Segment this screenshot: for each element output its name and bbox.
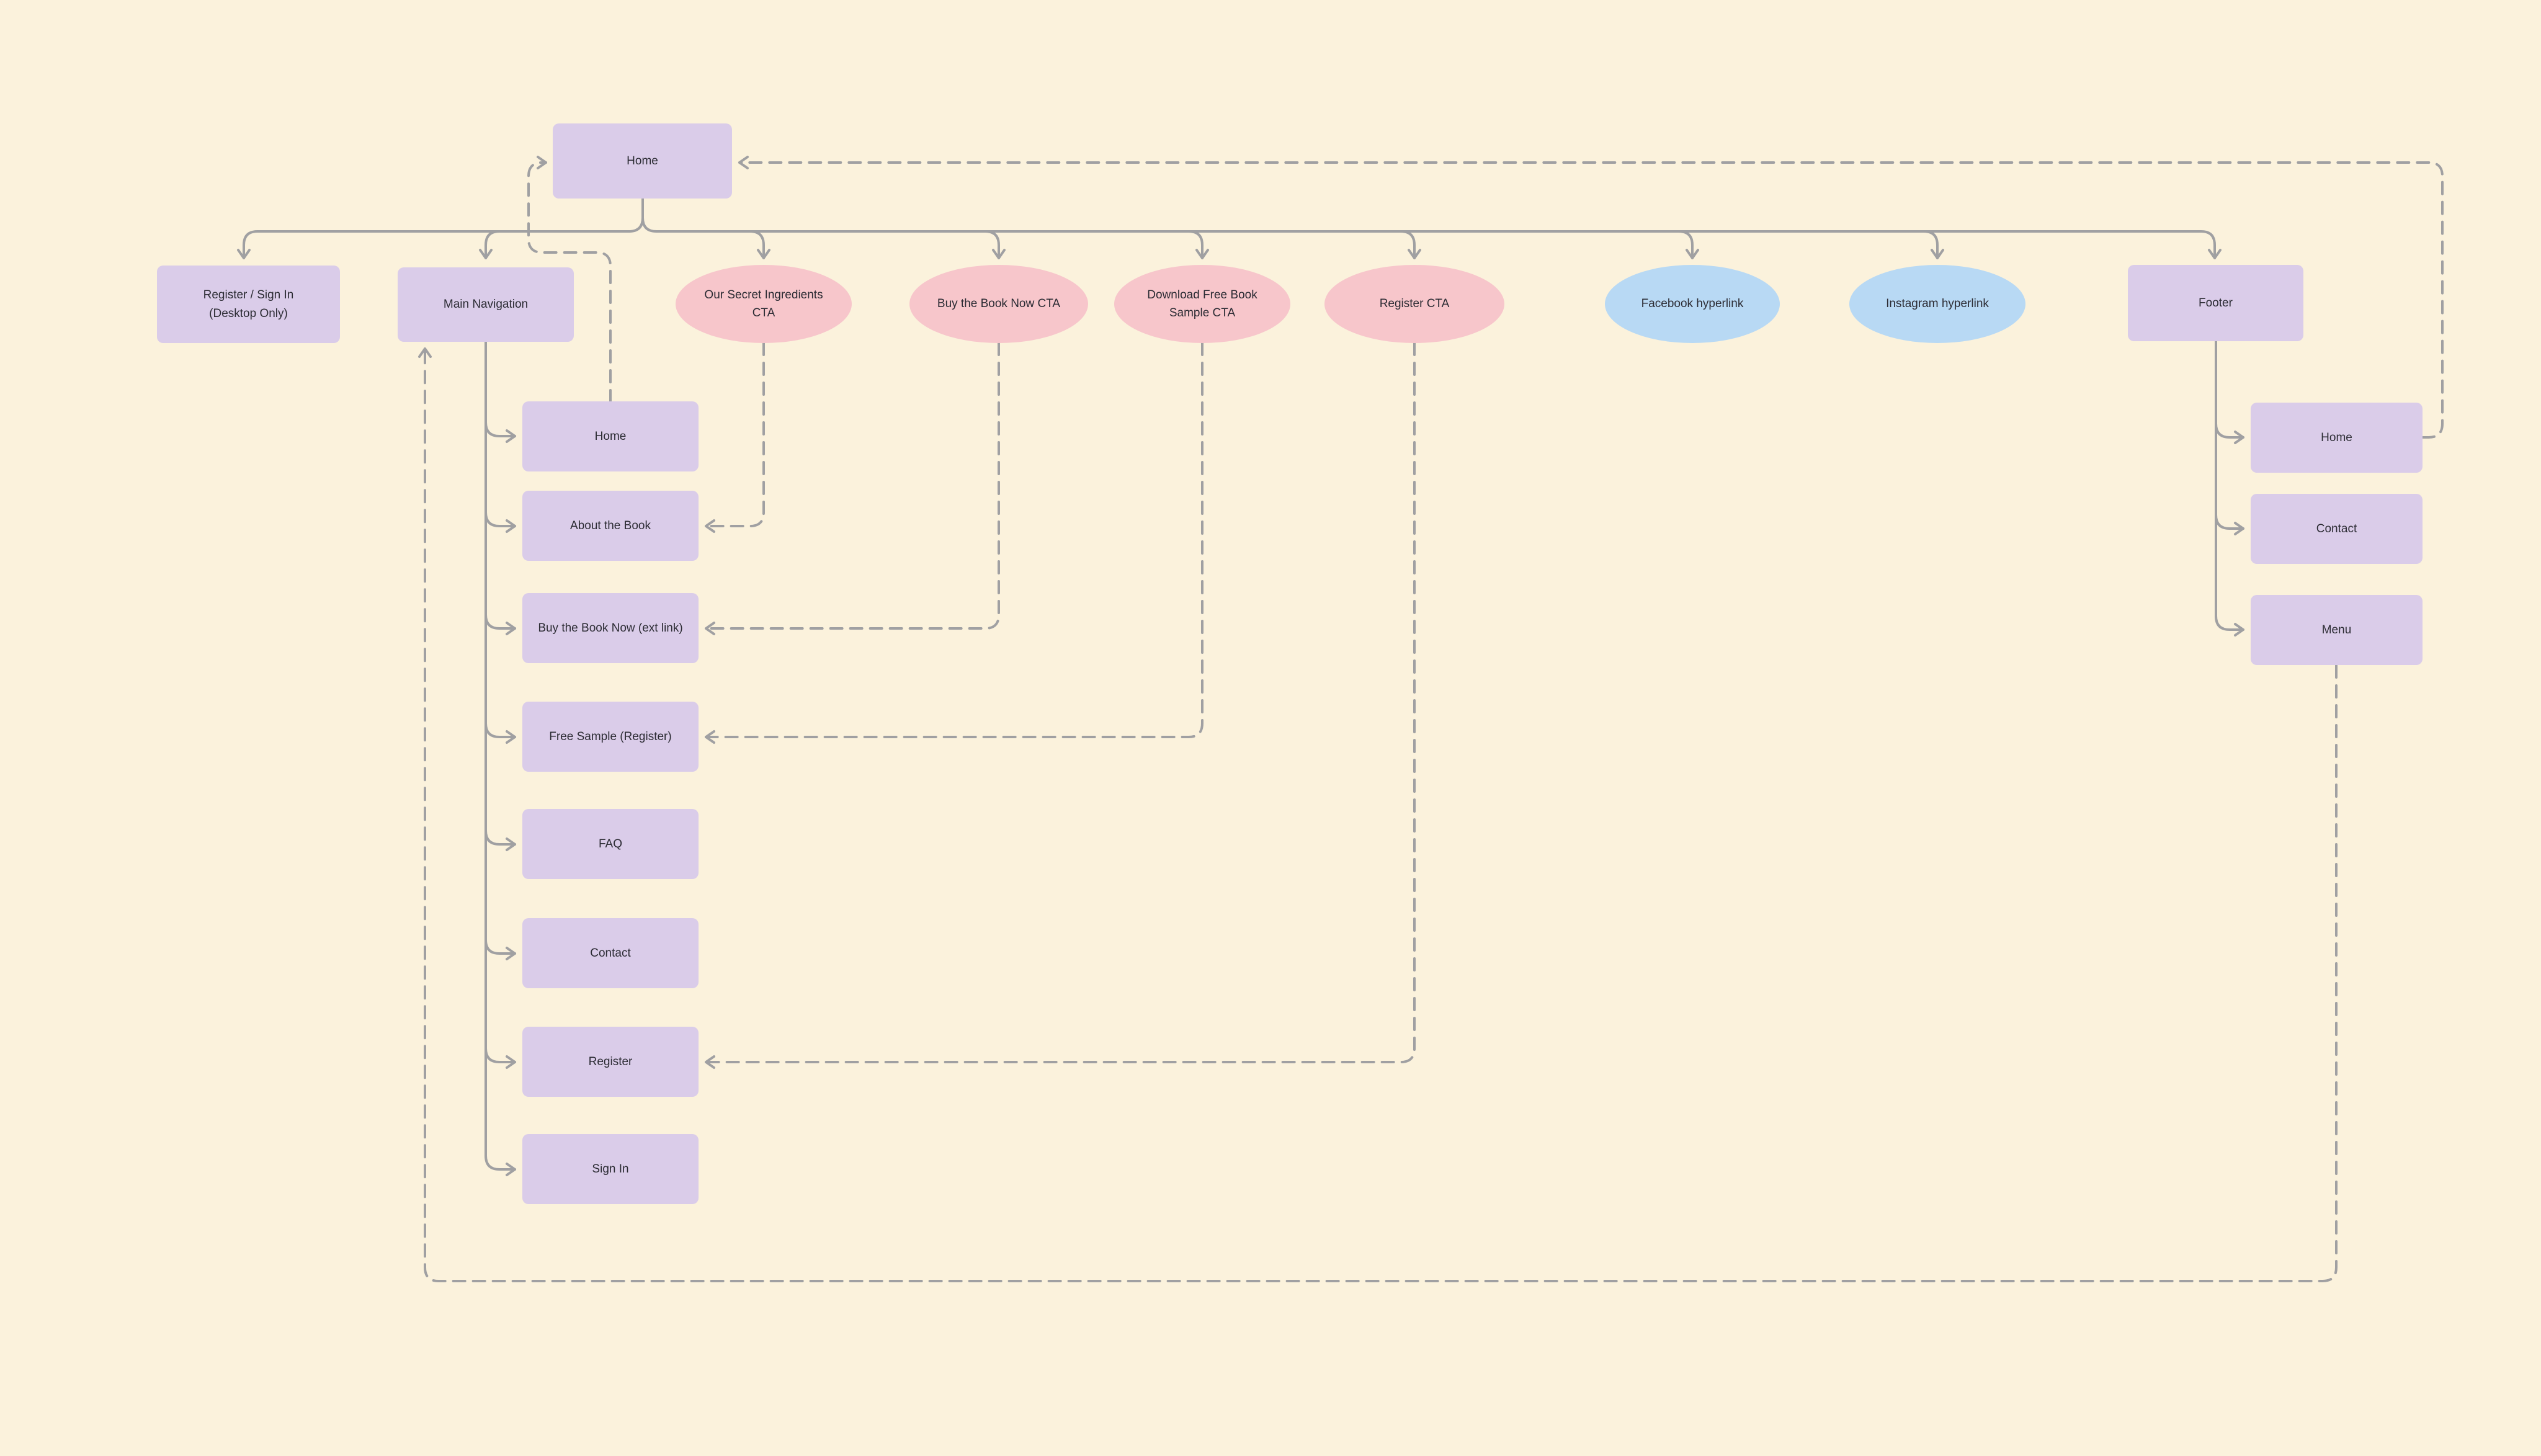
node-our-secret-ingredients-cta[interactable]: Our Secret Ingredients CTA: [676, 265, 852, 343]
edge-mainnav-nav-register: [485, 1047, 516, 1069]
node-nav-contact[interactable]: Contact: [522, 918, 699, 988]
node-facebook-hyperlink[interactable]: Facebook hyperlink: [1605, 265, 1780, 343]
edge-home-register-cta: [1400, 230, 1421, 259]
edge-mainnav-nav-faq: [485, 829, 516, 851]
node-nav-free-sample[interactable]: Free Sample (Register): [522, 702, 699, 772]
edge-footer-footer-home: [2215, 422, 2244, 444]
edge-home-instagram: [1922, 230, 1944, 259]
edge-secretcta-to-about: [705, 342, 765, 533]
edge-mainnav-nav-contact: [485, 939, 516, 960]
node-register-cta[interactable]: Register CTA: [1324, 265, 1504, 343]
edge-home-main-navigation: [479, 230, 501, 259]
edge-navhome-back-to-home: [527, 156, 612, 403]
edge-mainnav-nav-home: [485, 421, 516, 443]
node-main-navigation[interactable]: Main Navigation: [398, 267, 574, 342]
node-nav-register[interactable]: Register: [522, 1027, 699, 1097]
node-nav-faq[interactable]: FAQ: [522, 809, 699, 879]
node-register-sign-in[interactable]: Register / Sign In (Desktop Only): [157, 266, 340, 343]
edge-footerhome-back-to-home: [738, 156, 2444, 439]
node-download-free-book-sample-cta[interactable]: Download Free Book Sample CTA: [1114, 265, 1290, 343]
node-buy-the-book-now-cta[interactable]: Buy the Book Now CTA: [909, 265, 1088, 343]
edge-footer-spine-menu: [2215, 340, 2244, 636]
edge-footer-footer-contact: [2215, 514, 2244, 535]
edge-mainnav-nav-free-sample: [485, 722, 516, 744]
node-nav-sign-in[interactable]: Sign In: [522, 1134, 699, 1204]
edge-home-trunk-right-footer: [641, 197, 2222, 259]
node-footer[interactable]: Footer: [2128, 265, 2303, 341]
edge-home-buy-cta: [984, 230, 1006, 259]
node-footer-menu[interactable]: Menu: [2251, 595, 2423, 665]
node-footer-contact[interactable]: Contact: [2251, 494, 2423, 564]
edge-home-secret-cta: [749, 230, 770, 259]
node-instagram-hyperlink[interactable]: Instagram hyperlink: [1849, 265, 2025, 343]
node-footer-home[interactable]: Home: [2251, 403, 2423, 473]
edge-footermenu-back-to-mainnav: [418, 347, 2338, 1282]
edge-downloadcta-to-freesample: [705, 342, 1204, 744]
edge-home-facebook: [1677, 230, 1699, 259]
node-nav-about-the-book[interactable]: About the Book: [522, 491, 699, 561]
edge-mainnav-nav-about: [485, 511, 516, 533]
node-home[interactable]: Home: [553, 123, 732, 199]
edge-home-download-cta: [1187, 230, 1209, 259]
node-nav-buy-the-book-now[interactable]: Buy the Book Now (ext link): [522, 593, 699, 663]
edge-mainnav-spine-signin: [485, 341, 516, 1176]
edge-buycta-to-buy: [705, 342, 1000, 635]
node-nav-home[interactable]: Home: [522, 401, 699, 471]
edge-mainnav-nav-buy: [485, 614, 516, 635]
edge-home-register-signin: [237, 197, 644, 259]
edge-registercta-to-register: [705, 342, 1416, 1069]
